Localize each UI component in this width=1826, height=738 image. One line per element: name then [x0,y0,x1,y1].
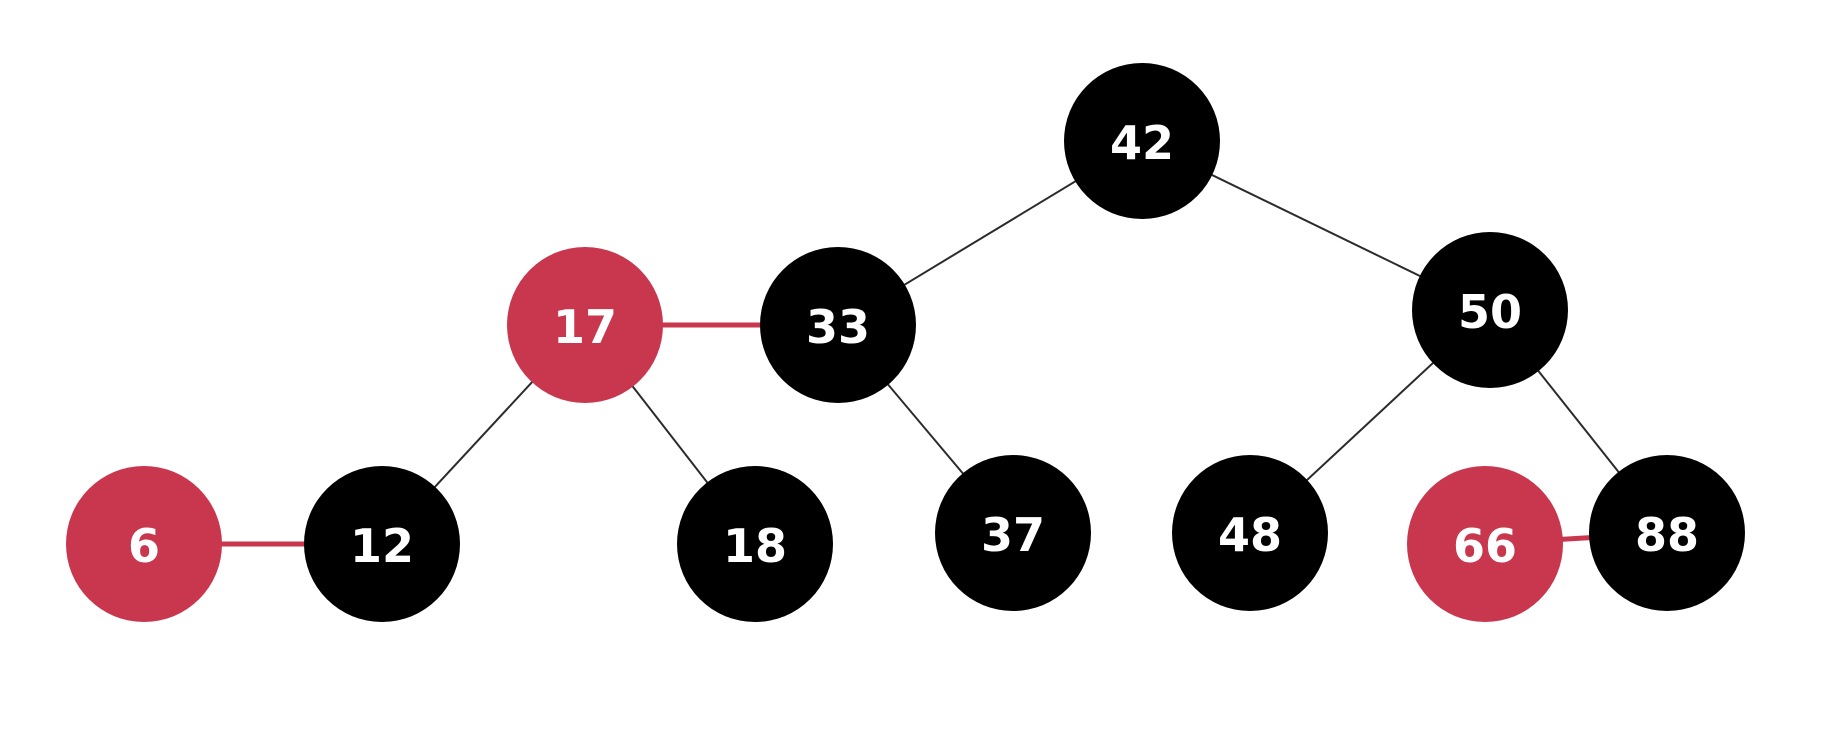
node-label-17: 17 [553,300,617,354]
node-label-50: 50 [1458,285,1522,339]
node-circle-12 [304,466,460,622]
node-label-6: 6 [128,519,160,573]
node-label-33: 33 [806,300,870,354]
tree-node-6: 6 [66,466,222,622]
node-label-66: 66 [1453,519,1517,573]
tree-node-88: 88 [1589,455,1745,611]
node-label-18: 18 [723,519,787,573]
nodes-layer: 42 17 33 50 6 12 18 37 48 66 88 [66,63,1745,622]
node-circle-66 [1407,466,1563,622]
node-label-37: 37 [981,508,1045,562]
node-label-48: 48 [1218,508,1282,562]
node-circle-18 [677,466,833,622]
tree-node-18: 18 [677,466,833,622]
node-circle-88 [1589,455,1745,611]
tree-node-42: 42 [1064,63,1220,219]
node-circle-42 [1064,63,1220,219]
tree-node-12: 12 [304,466,460,622]
tree-node-48: 48 [1172,455,1328,611]
node-label-12: 12 [350,519,414,573]
tree-node-37: 37 [935,455,1091,611]
node-label-88: 88 [1635,508,1699,562]
node-circle-37 [935,455,1091,611]
tree-node-17: 17 [507,247,663,403]
tree-node-66: 66 [1407,466,1563,622]
node-circle-17 [507,247,663,403]
tree-node-33: 33 [760,247,916,403]
node-label-42: 42 [1110,116,1174,170]
tree-node-50: 50 [1412,232,1568,388]
node-circle-48 [1172,455,1328,611]
node-circle-6 [66,466,222,622]
node-circle-33 [760,247,916,403]
node-circle-50 [1412,232,1568,388]
